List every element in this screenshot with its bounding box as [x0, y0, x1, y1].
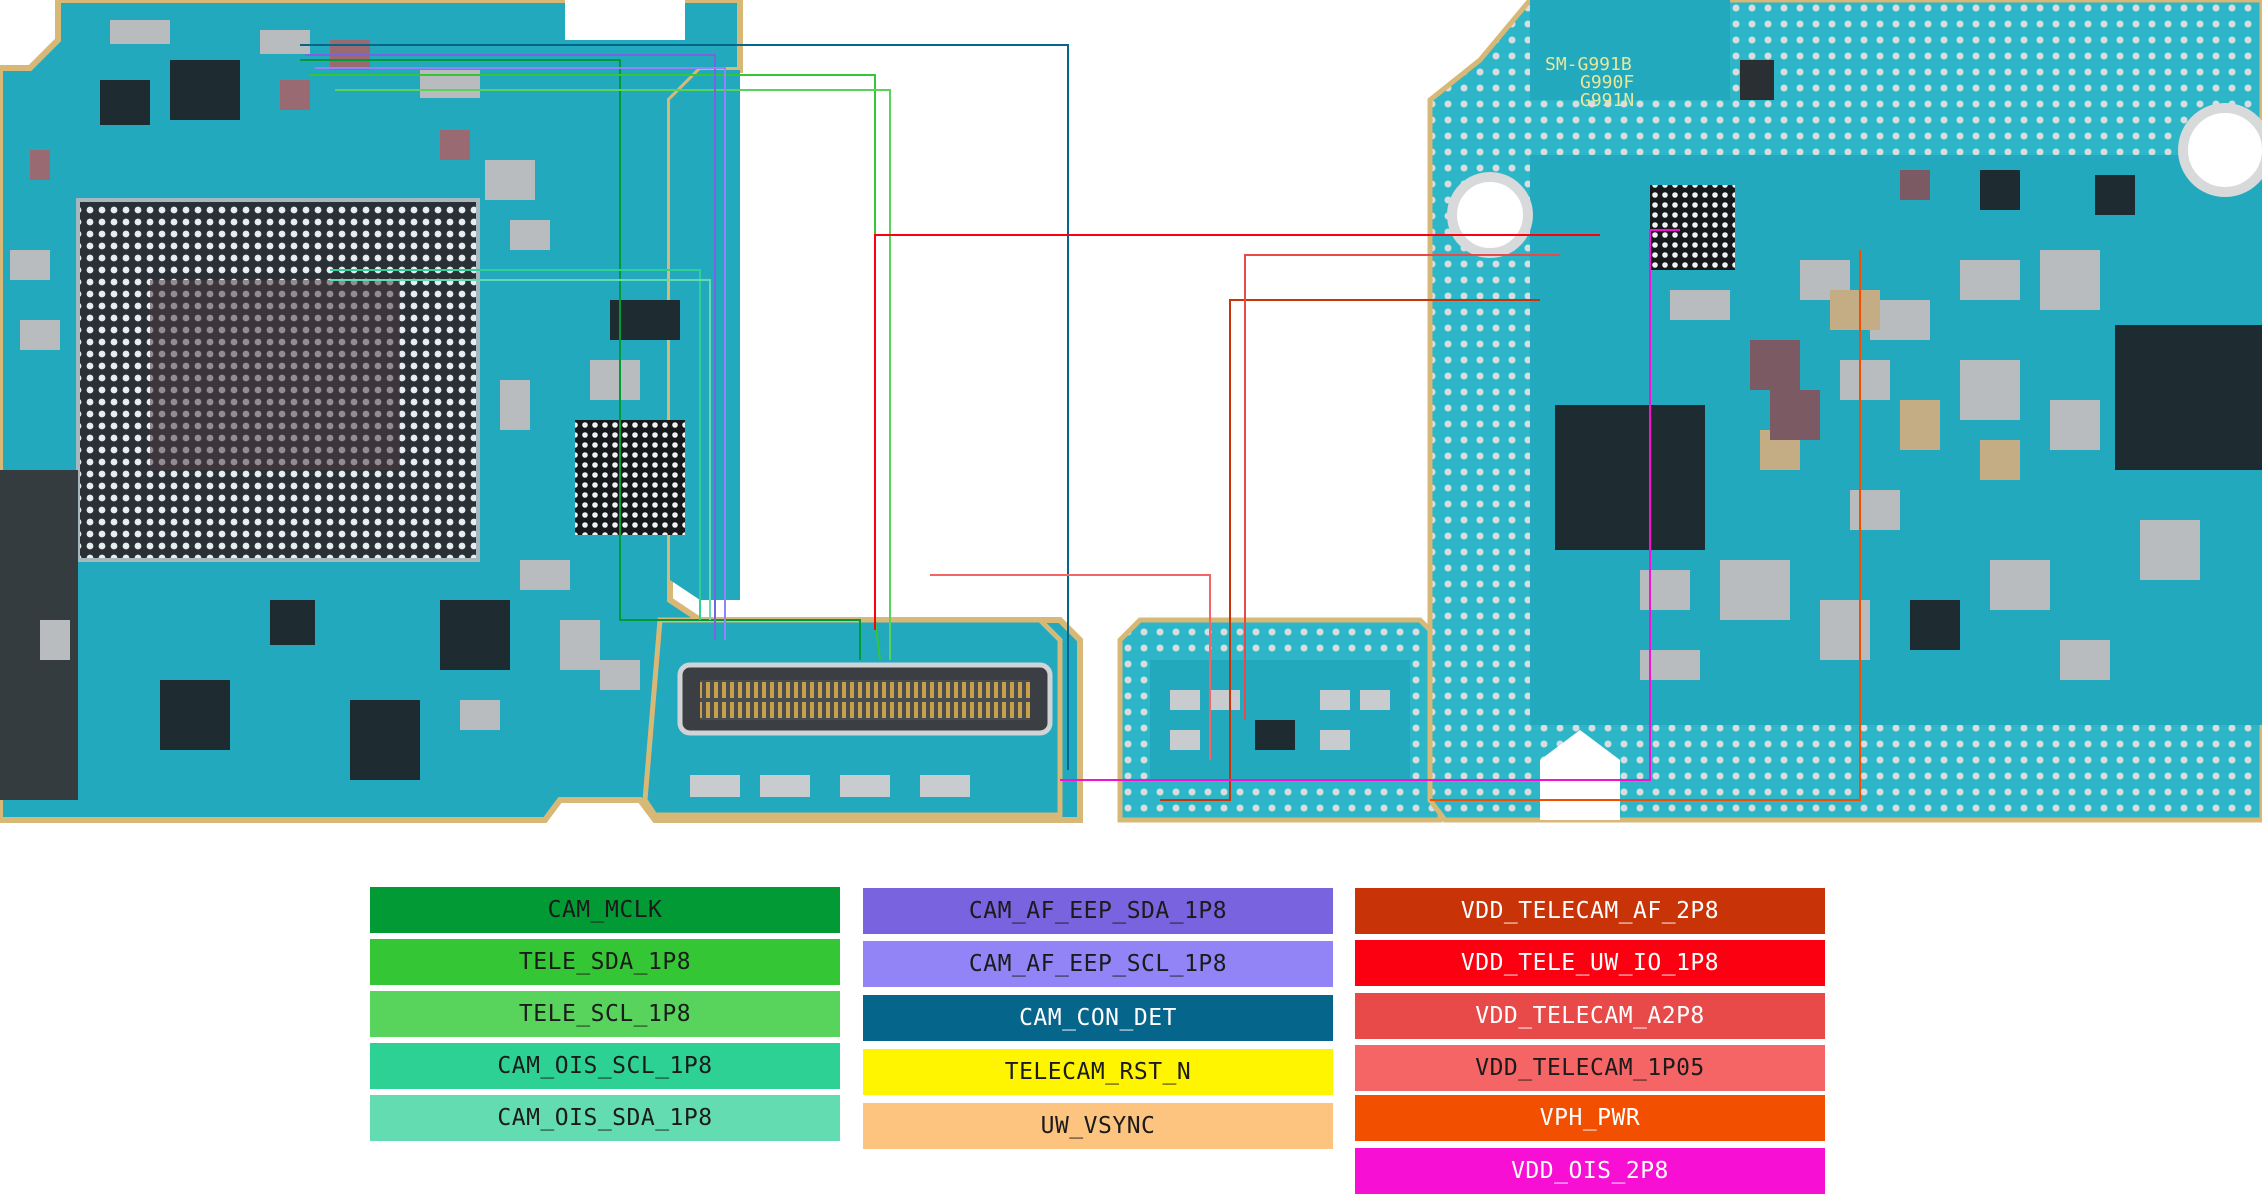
signal-traces [300, 44, 1861, 801]
legend-tele-scl-1p8: TELE_SCL_1P8 [370, 991, 840, 1037]
legend-cam-af-eep-sda-1p8: CAM_AF_EEP_SDA_1P8 [863, 888, 1333, 934]
trace-ois-scl [330, 269, 701, 620]
trace-con-det [300, 44, 1069, 770]
trace-1p05 [930, 574, 1211, 760]
legend-cam-ois-scl-1p8: CAM_OIS_SCL_1P8 [370, 1043, 840, 1089]
lower-middle-board [1117, 617, 1443, 823]
trace-cam-mclk [300, 59, 861, 660]
trace-eep-sda [305, 54, 716, 640]
legend-cam-con-det: CAM_CON_DET [863, 995, 1333, 1041]
legend-cam-af-eep-scl-1p8: CAM_AF_EEP_SCL_1P8 [863, 941, 1333, 987]
trace-ois-2p8 [1060, 229, 1680, 781]
legend-vdd-telecam-1p05: VDD_TELECAM_1P05 [1355, 1045, 1825, 1091]
trace-a2p8 [1244, 254, 1560, 720]
legend-tele-sda-1p8: TELE_SDA_1P8 [370, 939, 840, 985]
right-board: SM-G991B G990F G991N [1427, 0, 2262, 823]
left-board [0, 0, 1083, 823]
pcb-board-photo: SM-G991B G990F G991N [0, 0, 2262, 823]
trace-af-2p8 [1160, 299, 1540, 801]
trace-eep-scl [315, 67, 726, 640]
model-label-line-1: SM-G991B [1545, 54, 1632, 75]
legend-vdd-telecam-a2p8: VDD_TELECAM_A2P8 [1355, 993, 1825, 1039]
legend-vdd-telecam-af-2p8: VDD_TELECAM_AF_2P8 [1355, 888, 1825, 934]
legend-cam-mclk: CAM_MCLK [370, 887, 840, 933]
legend-cam-ois-sda-1p8: CAM_OIS_SDA_1P8 [370, 1095, 840, 1141]
model-label-line-3: G991N [1580, 90, 1634, 111]
legend-vdd-ois-2p8: VDD_OIS_2P8 [1355, 1148, 1825, 1194]
trace-tele-scl [335, 89, 891, 660]
legend-uw-vsync: UW_VSYNC [863, 1103, 1333, 1149]
camera-connector-board [642, 617, 1063, 818]
model-label-line-2: G990F [1580, 72, 1634, 93]
legend-vdd-tele-uw-io-1p8: VDD_TELE_UW_IO_1P8 [1355, 940, 1825, 986]
trace-vph [1430, 250, 1861, 801]
trace-ois-sda [330, 279, 711, 620]
trace-io-1p8 [874, 234, 1600, 630]
legend-vph-pwr: VPH_PWR [1355, 1095, 1825, 1141]
legend-telecam-rst-n: TELECAM_RST_N [863, 1049, 1333, 1095]
